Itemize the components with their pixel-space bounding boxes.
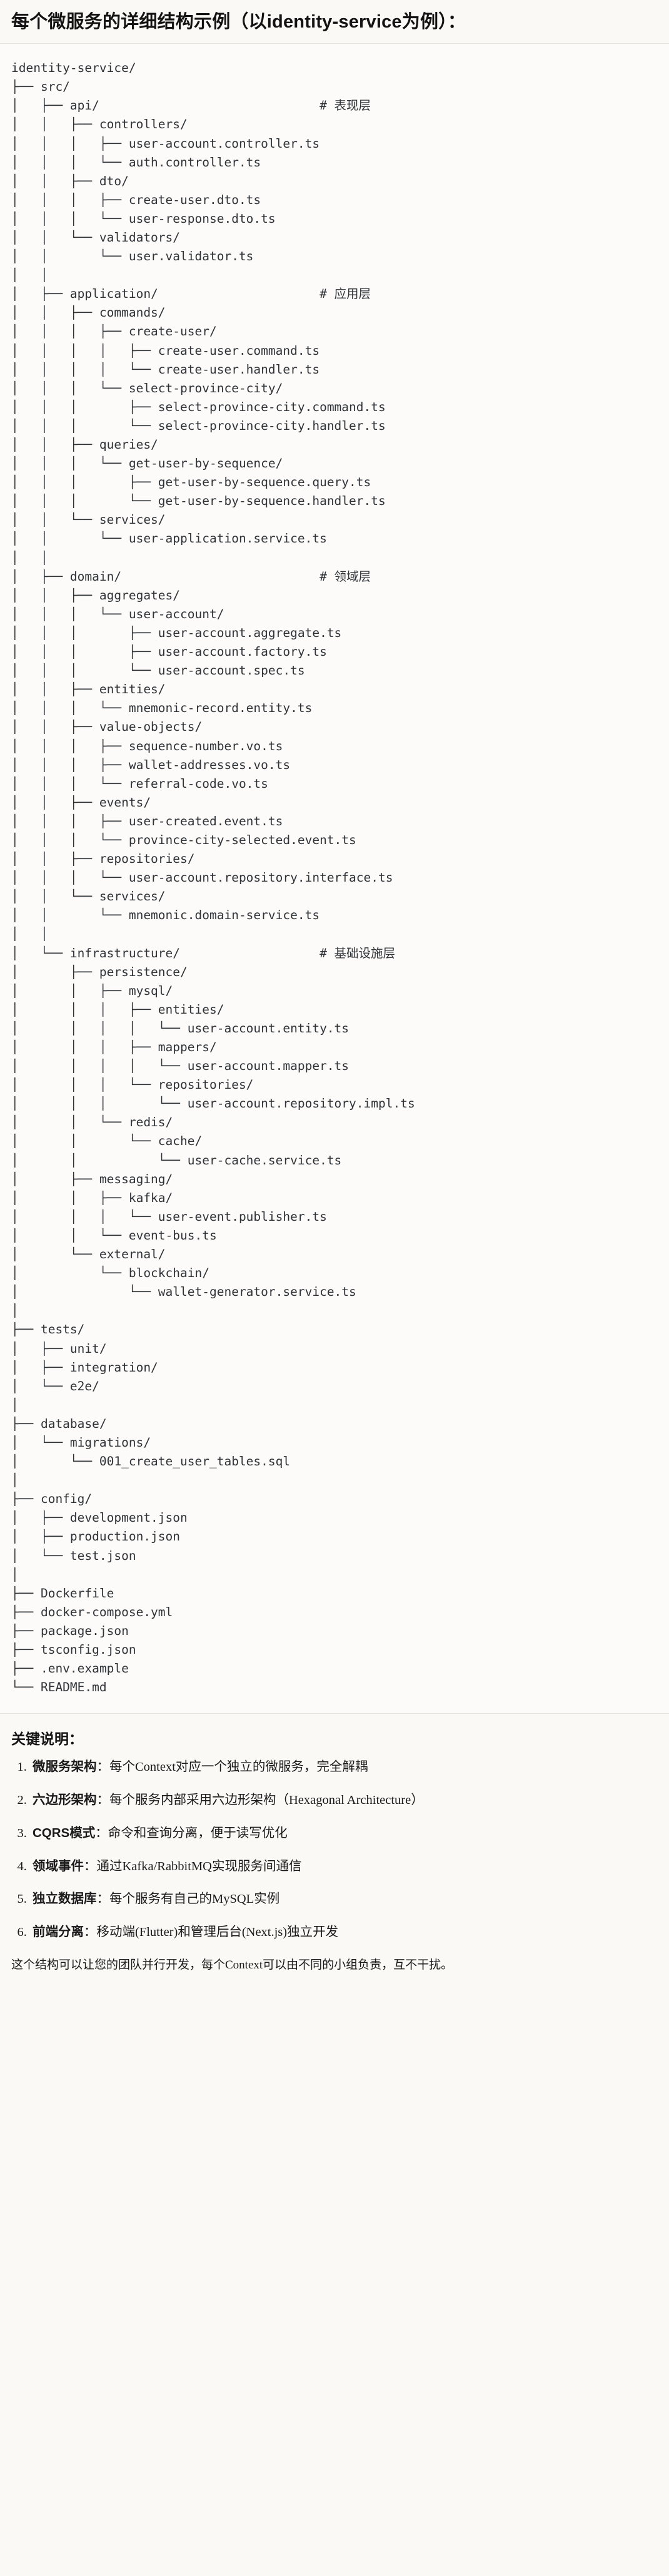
key-note-term: 独立数据库: [33, 1891, 97, 1907]
key-note-item: 微服务架构：每个Context对应一个独立的微服务，完全解耦: [30, 1758, 658, 1777]
key-note-item: CQRS模式：命令和查询分离，便于读写优化: [30, 1824, 658, 1843]
key-note-description: ：通过Kafka/RabbitMQ实现服务间通信: [84, 1859, 302, 1873]
notes-divider: [0, 1713, 669, 1714]
key-note-term: 微服务架构: [33, 1759, 97, 1774]
key-notes-section: 关键说明： 微服务架构：每个Context对应一个独立的微服务，完全解耦六边形架…: [0, 1714, 669, 1988]
key-note-term: 前端分离: [33, 1925, 84, 1940]
key-note-item: 领域事件：通过Kafka/RabbitMQ实现服务间通信: [30, 1857, 658, 1876]
key-note-description: ：每个Context对应一个独立的微服务，完全解耦: [96, 1760, 368, 1774]
key-notes-list: 微服务架构：每个Context对应一个独立的微服务，完全解耦六边形架构：每个服务…: [11, 1758, 658, 1942]
key-note-description: ：移动端(Flutter)和管理后台(Next.js)独立开发: [84, 1925, 339, 1940]
key-note-description: ：每个服务有自己的MySQL实例: [96, 1892, 280, 1907]
closing-paragraph: 这个结构可以让您的团队并行开发，每个Context可以由不同的小组负责，互不干扰…: [11, 1958, 453, 1972]
directory-tree-code-block: identity-service/ ├── src/ │ ├── api/ # …: [0, 44, 669, 1714]
key-note-term: 领域事件: [33, 1858, 84, 1873]
key-note-term: CQRS模式: [33, 1825, 96, 1840]
key-note-item: 六边形架构：每个服务内部采用六边形架构（Hexagonal Architectu…: [30, 1791, 658, 1810]
key-note-description: ：每个服务内部采用六边形架构（Hexagonal Architecture）: [96, 1793, 424, 1808]
key-notes-title: 关键说明：: [11, 1731, 83, 1748]
key-note-item: 前端分离：移动端(Flutter)和管理后台(Next.js)独立开发: [30, 1923, 658, 1942]
directory-tree: identity-service/ ├── src/ │ ├── api/ # …: [11, 61, 415, 1695]
key-note-description: ：命令和查询分离，便于读写优化: [95, 1826, 288, 1840]
key-note-term: 六边形架构: [33, 1793, 97, 1808]
page-title: 每个微服务的详细结构示例（以identity-service为例）：: [11, 12, 466, 32]
heading-divider: [0, 43, 669, 44]
document-page: 每个微服务的详细结构示例（以identity-service为例）： ident…: [0, 0, 669, 1988]
key-note-item: 独立数据库：每个服务有自己的MySQL实例: [30, 1890, 658, 1909]
